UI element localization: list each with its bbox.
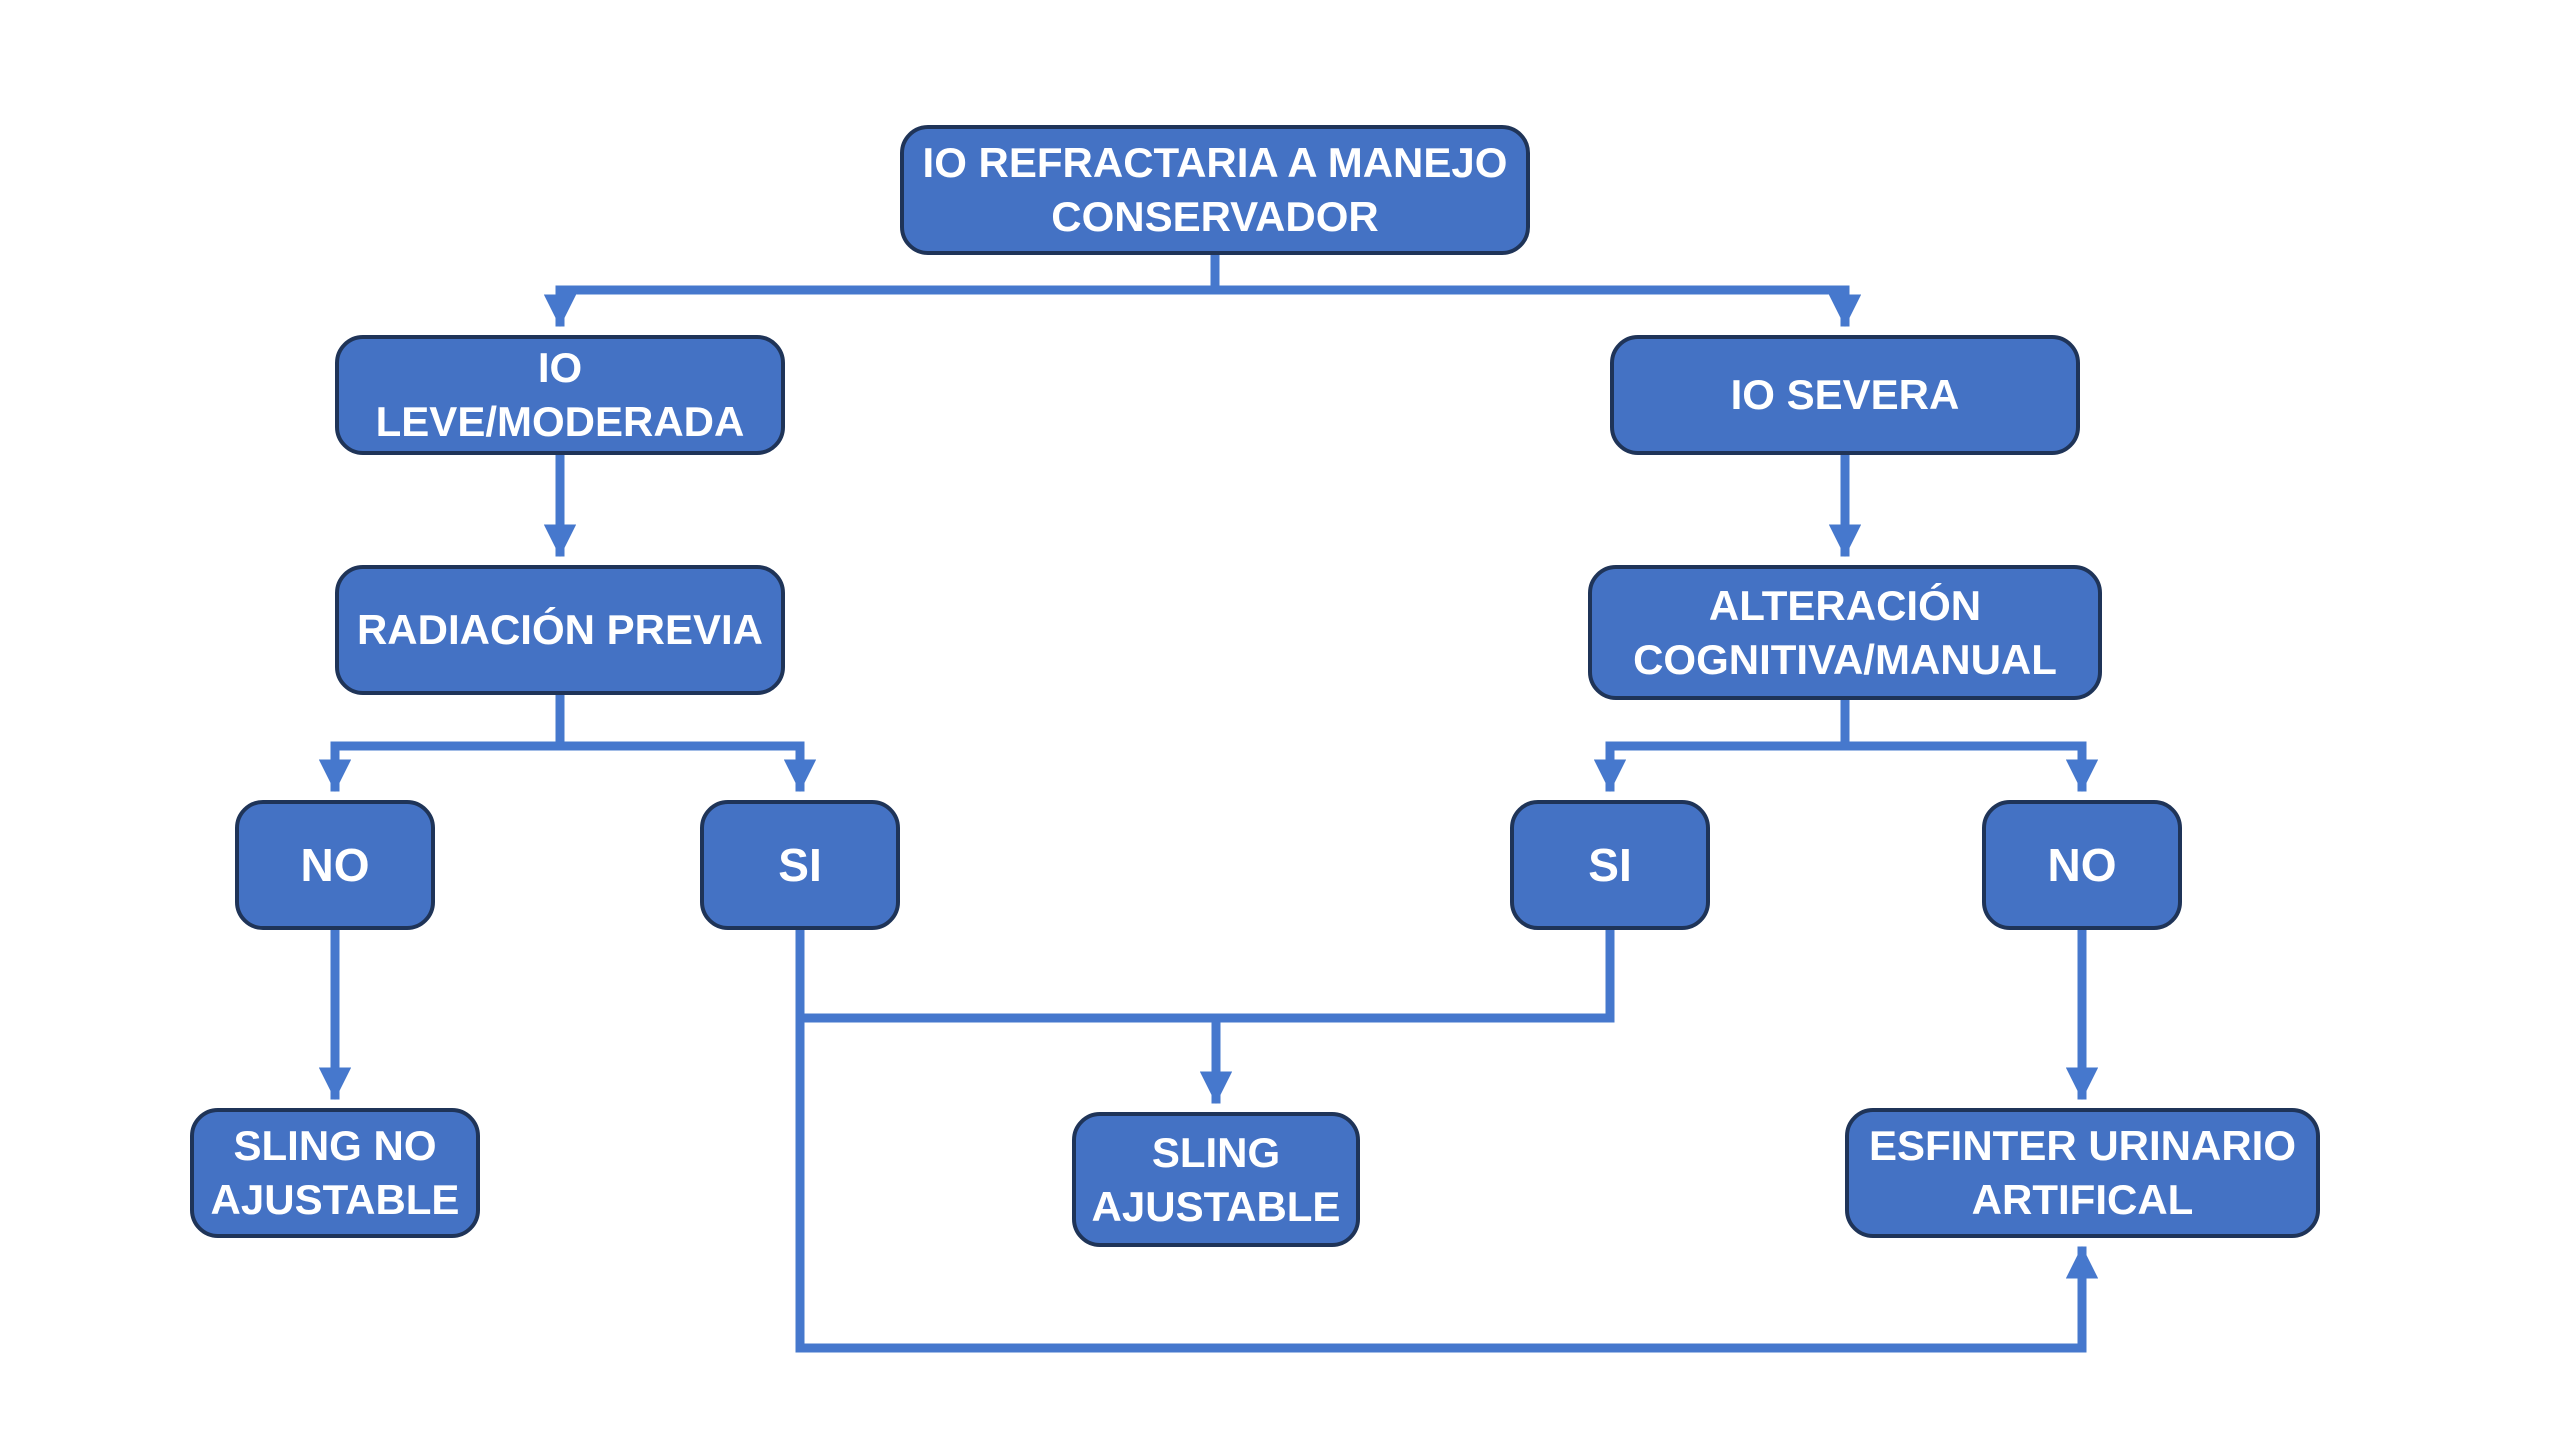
node-no-radiacion-label: NO [300,838,370,891]
node-io-leve-moderada-label: IO LEVE/MODERADA [375,344,745,445]
node-io-refractaria-label: IO REFRACTARIA A MANEJO CONSERVADOR [922,139,1508,240]
node-si-radiacion-label: SI [778,838,822,891]
node-sling-no-ajustable-label: SLING NO AJUSTABLE [210,1122,460,1223]
node-sling-ajustable-label: SLING AJUSTABLE [1091,1128,1341,1230]
node-alteracion-cognitiva-manual: ALTERACIÓN COGNITIVA/MANUAL [1588,565,2102,700]
node-sling-ajustable: SLING AJUSTABLE [1072,1112,1360,1247]
node-radiacion-previa: RADIACIÓN PREVIA [335,565,785,695]
node-esfinter-urinario-artifical: ESFINTER URINARIO ARTIFICAL [1845,1108,2320,1238]
node-radiacion-previa-label: RADIACIÓN PREVIA [356,606,764,654]
node-no-alteracion-label: NO [2047,838,2117,891]
node-esfinter-urinario-artifical-label: ESFINTER URINARIO ARTIFICAL [1868,1122,2296,1223]
node-si-alteracion: SI [1510,800,1710,930]
node-no-alteracion: NO [1982,800,2182,930]
edge-si-left-to-esfinter-elbow-arrow [795,1246,2099,1353]
node-io-severa-label: IO SEVERA [1730,371,1960,419]
node-io-leve-moderada: IO LEVE/MODERADA [335,335,785,455]
node-si-radiacion: SI [700,800,900,930]
node-sling-no-ajustable: SLING NO AJUSTABLE [190,1108,480,1238]
node-io-severa: IO SEVERA [1610,335,2080,455]
node-alteracion-cognitiva-manual-label: ALTERACIÓN COGNITIVA/MANUAL [1633,581,2057,683]
node-si-alteracion-label: SI [1588,838,1632,891]
node-io-refractaria: IO REFRACTARIA A MANEJO CONSERVADOR [900,125,1530,255]
node-no-radiacion: NO [235,800,435,930]
